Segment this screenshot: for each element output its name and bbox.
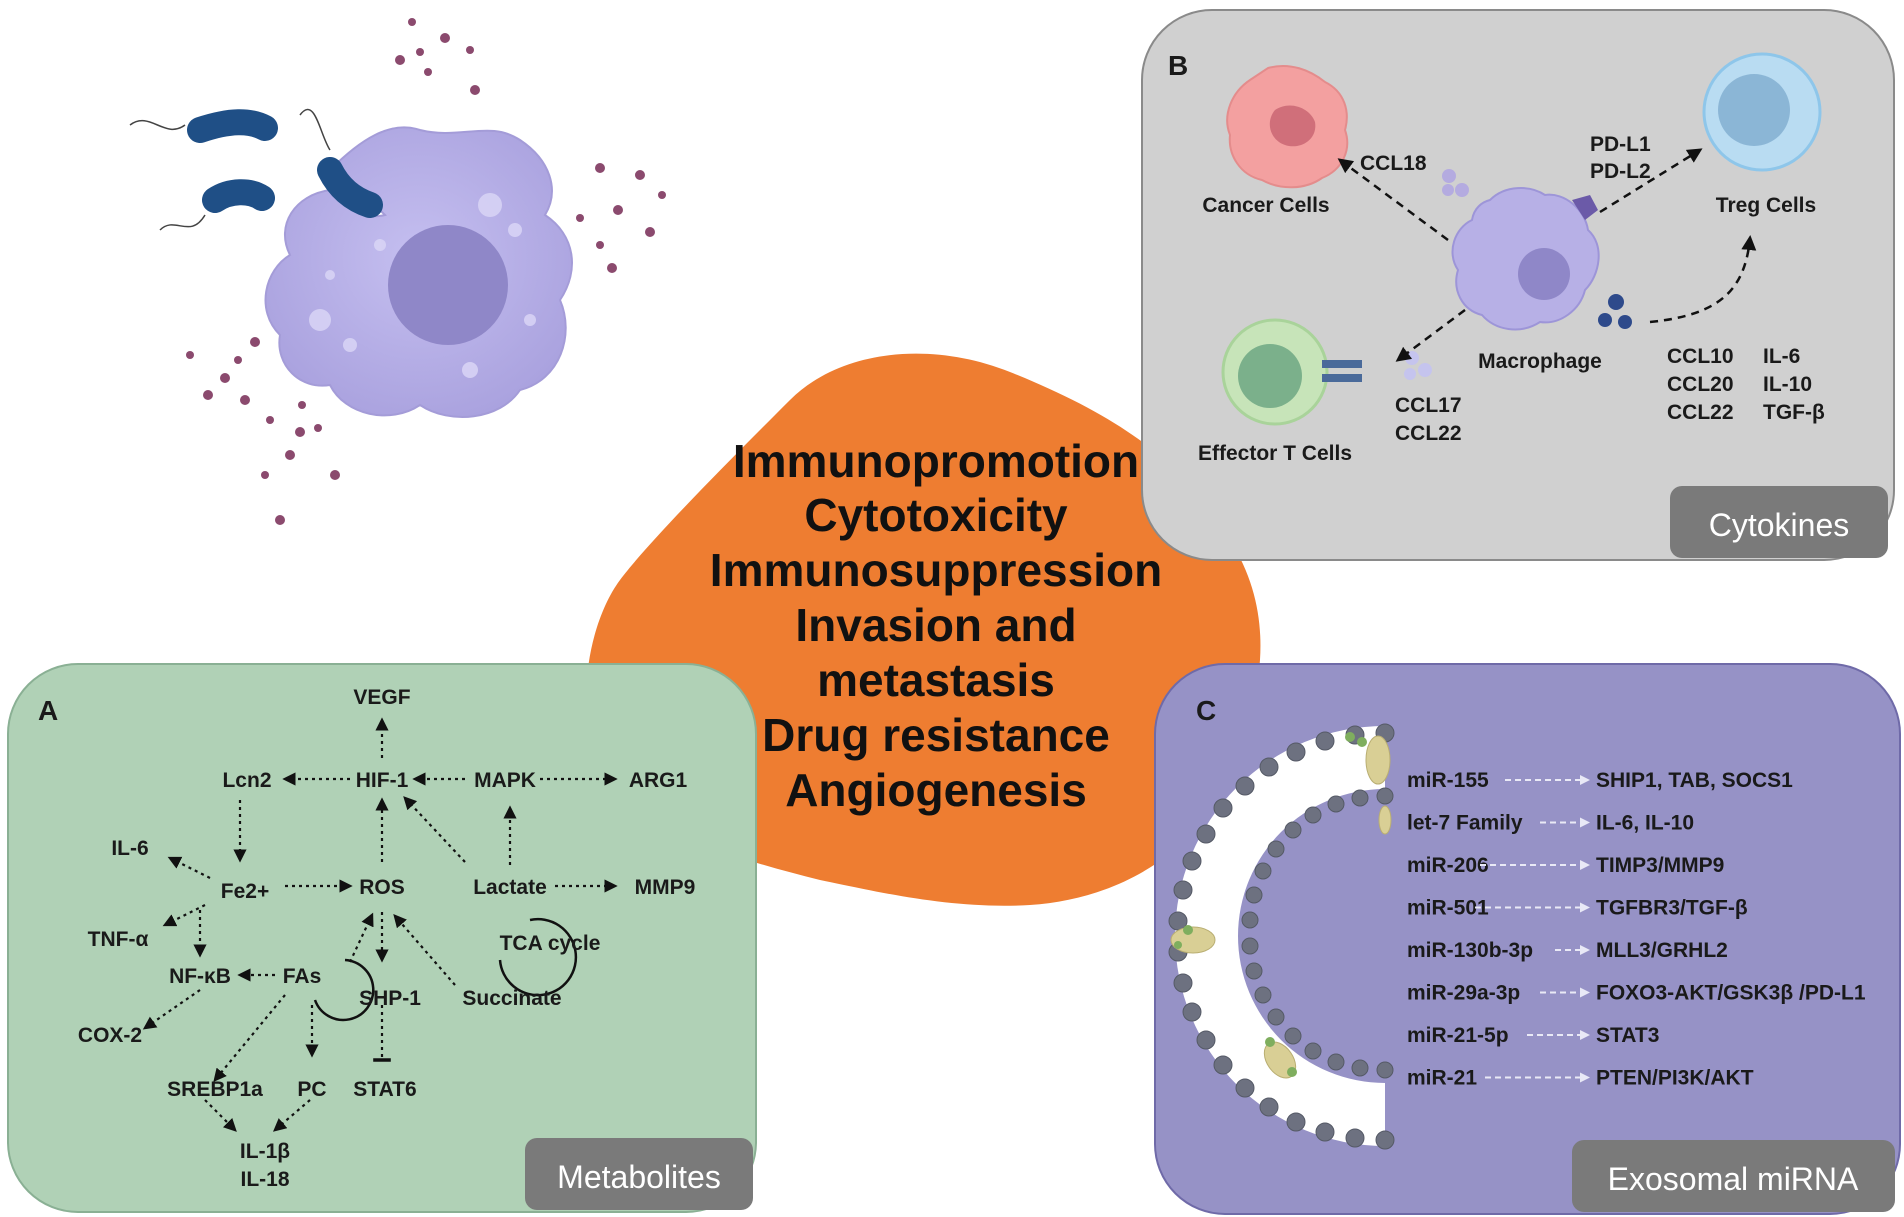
fas-cycle-icon: [313, 958, 375, 1022]
mirna-target: MLL3/GRHL2: [1596, 939, 1728, 962]
effector-t-cells-label: Effector T Cells: [1198, 442, 1352, 465]
pdl2-label: PD-L2: [1590, 160, 1651, 183]
exosomal-mirna-tag-label: Exosomal miRNA: [1608, 1161, 1859, 1197]
exosome-membrane-icon: [1168, 723, 1395, 1150]
il6-a-label: IL-6: [111, 837, 148, 860]
center-line-6: Drug resistance: [762, 709, 1110, 761]
mirna-name: miR-130b-3p: [1407, 939, 1533, 962]
cancer-cell-icon: [1226, 64, 1349, 189]
lactate-label: Lactate: [473, 876, 547, 899]
mirna-rows: miR-155 SHIP1, TAB, SOCS1 let-7 Family IL-6…: [1407, 769, 1866, 1090]
lcn2-label: Lcn2: [222, 769, 271, 792]
panel-b-arrows: [1337, 148, 1757, 362]
il10-b-label: IL-10: [1763, 373, 1812, 396]
center-line-7: Angiogenesis: [785, 764, 1087, 816]
pdl1-label: PD-L1: [1590, 133, 1651, 156]
srebp1a-label: SREBP1a: [167, 1078, 263, 1101]
mirna-name: miR-155: [1407, 769, 1489, 792]
mirna-name: let-7 Family: [1407, 812, 1523, 835]
ccl10-label: CCL10: [1667, 345, 1734, 368]
panel-c-letter: C: [1196, 695, 1216, 726]
il1b-label: IL-1β: [240, 1140, 290, 1163]
mirna-target: PTEN/PI3K/AKT: [1596, 1067, 1754, 1090]
treg-cell-icon: [1702, 52, 1822, 172]
treg-cells-label: Treg Cells: [1716, 194, 1816, 217]
panel-c-exosomal-mirna: C: [1154, 663, 1901, 1215]
tnfa-label: TNF-α: [88, 928, 149, 951]
ros-label: ROS: [359, 876, 405, 899]
nfkb-label: NF-κB: [169, 965, 231, 988]
mirna-target: TIMP3/MMP9: [1596, 854, 1724, 877]
mirna-name: miR-21-5p: [1407, 1024, 1509, 1047]
mirna-row: miR-130b-3p MLL3/GRHL2: [1407, 939, 1728, 962]
mirna-name: miR-206: [1407, 854, 1489, 877]
il18-label: IL-18: [240, 1168, 289, 1191]
fe2-label: Fe2+: [221, 880, 269, 903]
ccl17-label: CCL17: [1395, 394, 1462, 417]
panel-b-letter: B: [1168, 50, 1188, 81]
bacteria-icon: [129, 108, 383, 231]
center-line-4: Invasion and: [795, 599, 1076, 651]
panel-a-letter: A: [38, 695, 58, 726]
mirna-row: miR-29a-3p FOXO3-AKT/GSK3β /PD-L1: [1407, 982, 1866, 1005]
mirna-target: STAT3: [1596, 1024, 1659, 1047]
mirna-name: miR-29a-3p: [1407, 982, 1520, 1005]
hif1-label: HIF-1: [356, 769, 409, 792]
ccl18-label: CCL18: [1360, 152, 1427, 175]
mirna-name: miR-501: [1407, 897, 1489, 920]
metabolites-tag-label: Metabolites: [557, 1159, 721, 1195]
mapk-label: MAPK: [474, 769, 536, 792]
mmp9-label: MMP9: [635, 876, 696, 899]
cancer-cells-label: Cancer Cells: [1202, 194, 1329, 217]
arg1-label: ARG1: [629, 769, 688, 792]
mirna-row: miR-21 PTEN/PI3K/AKT: [1407, 1067, 1754, 1090]
mirna-row: miR-501 TGFBR3/TGF-β: [1407, 897, 1748, 920]
mirna-row: miR-21-5p STAT3: [1407, 1024, 1659, 1047]
succinate-label: Succinate: [462, 987, 561, 1010]
mirna-target: TGFBR3/TGF-β: [1596, 897, 1748, 920]
ccl22b-label: CCL22: [1667, 401, 1734, 424]
vegf-label: VEGF: [353, 686, 410, 709]
effector-t-cell-icon: [1221, 318, 1362, 426]
panel-a-metabolites: A: [7, 663, 757, 1213]
cox2-label: COX-2: [78, 1024, 142, 1047]
panel-a-arrows: [142, 717, 618, 1132]
shp1-label: SHP-1: [359, 987, 421, 1010]
fas-label: FAs: [283, 965, 322, 988]
mirna-name: miR-21: [1407, 1067, 1477, 1090]
center-line-3: Immunosuppression: [710, 544, 1162, 596]
macrophage-illustration-topleft: [129, 18, 666, 525]
tgfb-b-label: TGF-β: [1763, 401, 1825, 424]
center-line-5: metastasis: [817, 654, 1055, 706]
mirna-target: FOXO3-AKT/GSK3β /PD-L1: [1596, 982, 1866, 1005]
center-line-1: Immunopromotion: [733, 435, 1139, 487]
ccl20-label: CCL20: [1667, 373, 1734, 396]
macrophage-label: Macrophage: [1478, 350, 1602, 373]
tca-label: TCA cycle: [500, 932, 601, 955]
cytokines-tag: [1670, 486, 1888, 558]
secreted-particles: [186, 18, 666, 525]
il6-b-label: IL-6: [1763, 345, 1800, 368]
cytokines-tag-label: Cytokines: [1709, 507, 1850, 543]
pc-label: PC: [297, 1078, 326, 1101]
mirna-target: SHIP1, TAB, SOCS1: [1596, 769, 1793, 792]
mirna-target: IL-6, IL-10: [1596, 812, 1694, 835]
stat6-label: STAT6: [353, 1078, 416, 1101]
tca-cycle-icon: [498, 917, 578, 997]
metabolites-tag: [525, 1138, 753, 1210]
macrophage-icon: [1451, 187, 1600, 331]
exosomal-mirna-tag: [1572, 1140, 1895, 1212]
center-line-2: Cytotoxicity: [804, 489, 1068, 541]
mirna-row: let-7 Family IL-6, IL-10: [1407, 812, 1694, 835]
panel-b-cytokines: B Cancer Cells Treg Cells Macrophage Eff…: [1141, 9, 1895, 561]
mirna-row: miR-155 SHIP1, TAB, SOCS1: [1407, 769, 1793, 792]
mirna-row: miR-206 TIMP3/MMP9: [1407, 854, 1724, 877]
ccl22-label: CCL22: [1395, 422, 1462, 445]
